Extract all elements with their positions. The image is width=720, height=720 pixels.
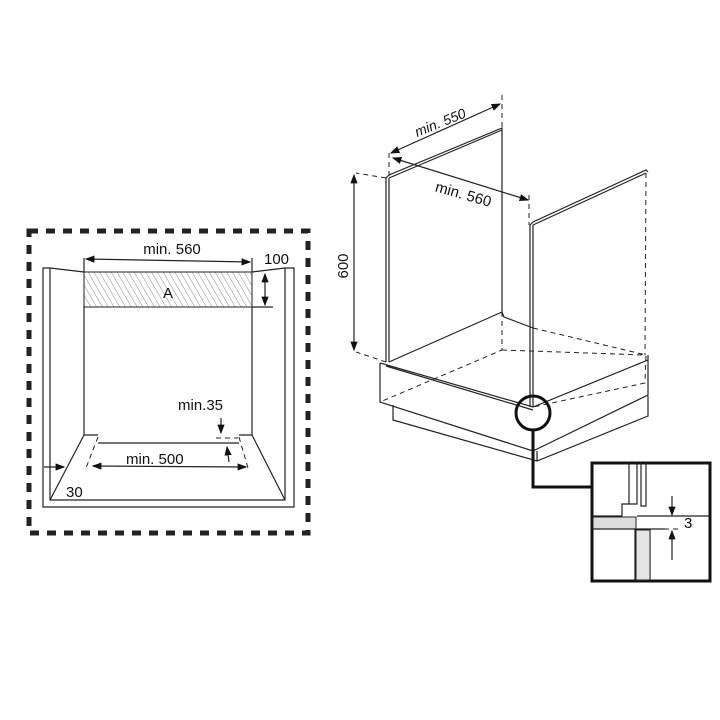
depth-dimension-label: min. 550	[412, 105, 468, 140]
callout-leader	[531, 430, 592, 489]
area-label: A	[163, 285, 173, 302]
detail-dimension-label: 3	[684, 515, 692, 532]
height-dimension-label: 100	[264, 251, 289, 268]
recessed-plinth	[392, 396, 649, 462]
height-dimension-label: 600	[335, 253, 352, 278]
oven-opening	[83, 307, 253, 435]
dashed-boundary	[26, 228, 311, 536]
hatched-area-a	[83, 271, 253, 308]
depth-dimension-label: min. 500	[126, 451, 184, 468]
base-plinth	[379, 355, 649, 452]
niche-front-view: A min. 560 100 min.35 min. 500 30	[26, 228, 311, 536]
width-dimension-label: min. 560	[143, 241, 201, 258]
gap-dimension-label: min.35	[178, 397, 223, 414]
hidden-edges	[379, 312, 647, 408]
width-dimension-label: min. 560	[433, 179, 493, 211]
left-side-panel	[385, 127, 503, 362]
side-dimension-label: 30	[66, 484, 83, 501]
cabinet-isometric-view: 600 min. 550 min. 560 3	[335, 95, 712, 583]
detail-inset: 3	[590, 461, 712, 583]
